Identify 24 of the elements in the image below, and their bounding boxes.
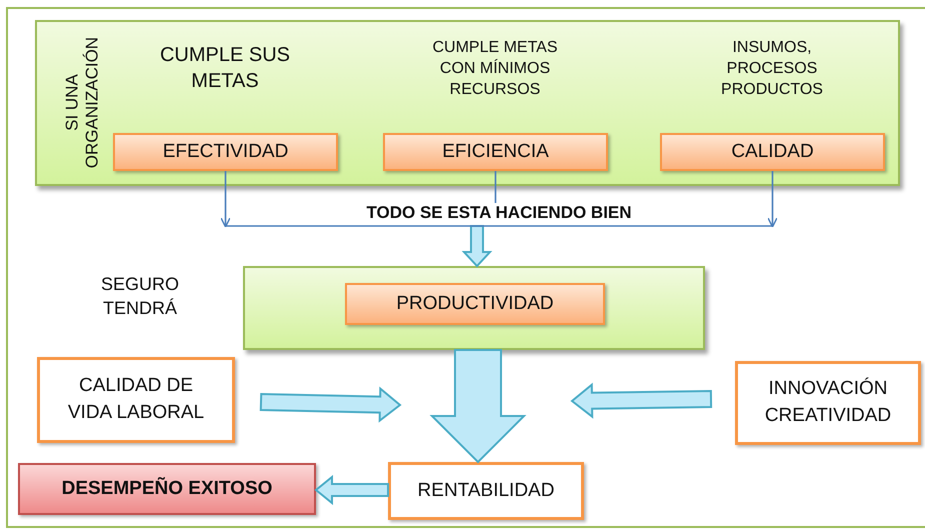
arrow <box>767 171 778 228</box>
factor-box: INNOVACIÓN CREATIVIDAD <box>735 361 921 445</box>
block-arrow <box>570 382 712 419</box>
final-outcome-box: DESEMPEÑO EXITOSO <box>18 463 316 515</box>
concept-box: EFICIENCIA <box>383 133 608 171</box>
block-arrow <box>462 225 492 268</box>
result-band <box>243 266 705 350</box>
block-arrow <box>314 474 389 506</box>
concept-box: PRODUCTIVIDAD <box>345 283 605 325</box>
caption-text: SEGURO TENDRÁ <box>100 273 180 320</box>
concept-box: EFECTIVIDAD <box>113 133 338 171</box>
block-arrow <box>430 349 526 464</box>
summary-text: TODO SE ESTA HACIENDO BIEN <box>222 200 776 226</box>
arrow <box>220 171 231 228</box>
organization-band <box>35 20 900 186</box>
note-text: INSUMOS, PROCESOS PRODUCTOS <box>720 38 824 100</box>
block-arrow <box>260 386 402 423</box>
connector-line <box>494 171 496 203</box>
outcome-box: RENTABILIDAD <box>388 462 584 520</box>
concept-box: CALIDAD <box>660 133 885 171</box>
note-text: CUMPLE METAS CON MÍNIMOS RECURSOS <box>431 38 559 100</box>
vertical-heading: SI UNA ORGANIZACIÓN <box>62 36 102 170</box>
note-text: CUMPLE SUS METAS <box>158 43 292 94</box>
factor-box: CALIDAD DE VIDA LABORAL <box>37 357 235 443</box>
